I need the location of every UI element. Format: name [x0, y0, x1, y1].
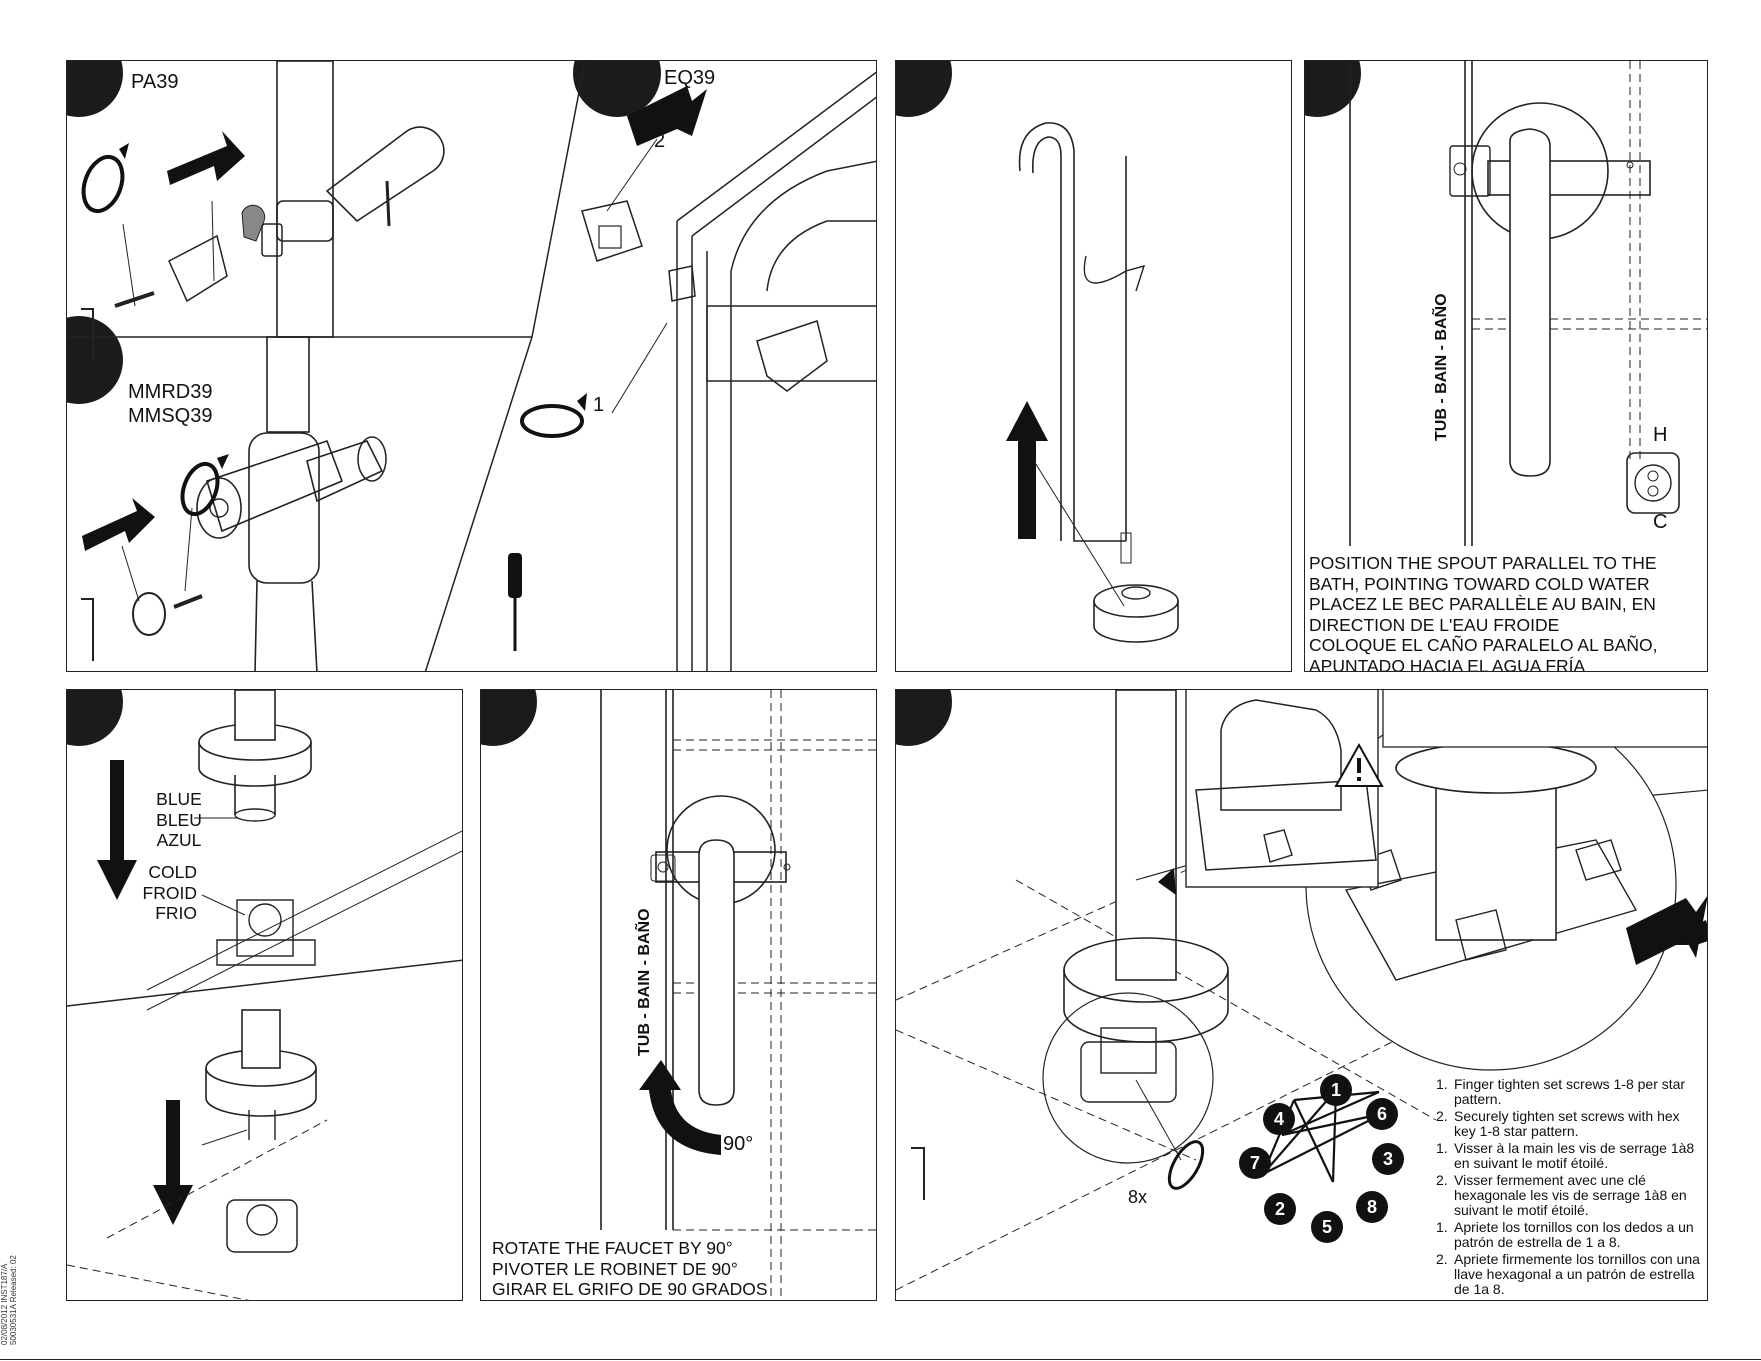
panel5-illustration [600, 690, 876, 1300]
cold-label: COLD [148, 862, 197, 882]
cold-label: C [1653, 511, 1668, 533]
panel-rotate-faucet: TUB - BAIN - BAÑO 90° ROTATE THE FAUCET … [480, 689, 877, 1301]
panel1-illustration [67, 61, 876, 671]
blue-label: BLEU [156, 809, 202, 830]
tighten-steps: 1.Finger tighten set screws 1-8 per star… [1436, 1077, 1704, 1299]
hot-label: H [1653, 424, 1668, 446]
panel6-illustration [896, 690, 1707, 1291]
callout-2: 2 [654, 130, 666, 152]
model-mmrd39: MMRD39 [128, 381, 213, 403]
blue-label: BLUE [156, 789, 202, 809]
instruction-line: PIVOTER LE ROBINET DE 90° [492, 1258, 738, 1279]
panel4-illustration [67, 690, 462, 1300]
model-pa39: PA39 [131, 71, 179, 93]
panel2-illustration [1006, 122, 1179, 643]
star-number-5: 5 [1311, 1211, 1343, 1243]
star-number-1: 1 [1320, 1074, 1352, 1106]
blue-labels: BLUE BLEU AZUL [149, 789, 209, 851]
screw-count: 8x [1128, 1187, 1148, 1207]
star-number-3: 3 [1372, 1143, 1404, 1175]
instruction-line: APUNTADO HACIA EL AGUA FRÍA [1309, 655, 1586, 672]
panel-spout-install [895, 60, 1292, 672]
instruction-line: POSITION THE SPOUT PARALLEL TO THE [1309, 553, 1657, 573]
callout-1: 1 [593, 394, 605, 416]
blue-label: AZUL [156, 830, 202, 850]
instruction-line: BATH, POINTING TOWARD COLD WATER [1309, 573, 1650, 594]
tub-direction-label: TUB - BAIN - BAÑO [636, 908, 653, 1056]
position-instructions: POSITION THE SPOUT PARALLEL TO THE BATH,… [1309, 553, 1658, 672]
model-eq39: EQ39 [664, 67, 716, 89]
rotate-instructions: ROTATE THE FAUCET BY 90° PIVOTER LE ROBI… [492, 1238, 768, 1300]
model-mmsq39: MMSQ39 [128, 405, 213, 427]
panel-handshower-holder: PA39 EQ39 MMRD39 MMSQ39 2 1 [66, 60, 877, 672]
star-number-6: 6 [1366, 1098, 1398, 1130]
instruction-line: ROTATE THE FAUCET BY 90° [492, 1238, 733, 1258]
star-number-4: 4 [1263, 1103, 1295, 1135]
star-number-7: 7 [1239, 1147, 1271, 1179]
step-item: 2.Apriete firmemente los tornillos con u… [1436, 1251, 1700, 1297]
bottom-rule [0, 1359, 1761, 1360]
step-item: 1.Finger tighten set screws 1-8 per star… [1436, 1076, 1686, 1107]
instruction-line: COLOQUE EL CAÑO PARALELO AL BAÑO, [1309, 635, 1658, 655]
instruction-line: GIRAR EL GRIFO DE 90 GRADOS [492, 1279, 768, 1299]
star-number-8: 8 [1356, 1191, 1388, 1223]
step-item: 2.Securely tighten set screws with hex k… [1436, 1108, 1680, 1139]
rotation-angle: 90° [723, 1133, 754, 1155]
document-code: 02/08/2012 INST187/A 50030531A Released:… [0, 1255, 18, 1345]
star-number-2: 2 [1264, 1193, 1296, 1225]
cold-labels: COLD FROID FRIO [131, 862, 197, 924]
cold-label: FROID [142, 882, 197, 903]
step-item: 1.Apriete los tornillos con los dedos a … [1436, 1219, 1694, 1250]
panel-align-cold: BLUE BLEU AZUL COLD FROID FRIO [66, 689, 463, 1301]
cold-label: FRIO [155, 903, 197, 923]
instruction-line: PLACEZ LE BEC PARALLÈLE AU BAIN, EN [1309, 594, 1656, 614]
step-item: 1.Visser à la main les vis de serrage 1à… [1436, 1140, 1695, 1171]
panel3-illustration [1349, 61, 1707, 546]
instruction-line: DIRECTION DE L'EAU FROIDE [1309, 614, 1560, 635]
panel-position-spout: TUB - BAIN - BAÑO H C POSITION THE SPOUT… [1304, 60, 1708, 672]
step-item: 2.Visser fermement avec une clé hexagona… [1436, 1172, 1687, 1218]
panel-tighten-screws: 8x 1 6 4 3 7 2 8 5 1.Finger tighten set … [895, 689, 1708, 1301]
tub-direction-label: TUB - BAIN - BAÑO [1433, 293, 1450, 441]
